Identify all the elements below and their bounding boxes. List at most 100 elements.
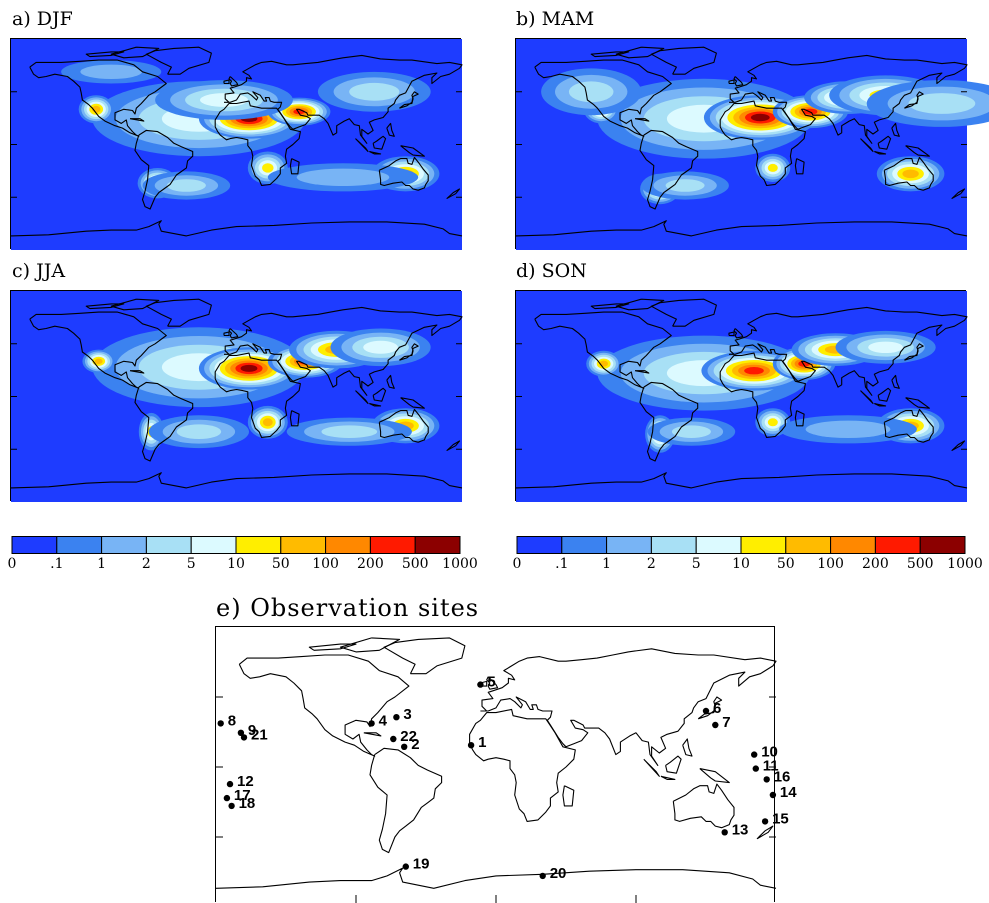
coastline-son-16 bbox=[951, 440, 966, 451]
coastline-jja-19 bbox=[129, 370, 145, 374]
coastline-son-8 bbox=[728, 331, 735, 337]
site-label-3: 3 bbox=[403, 706, 411, 723]
coastline-son-1 bbox=[639, 381, 699, 462]
coastline-sites-11 bbox=[660, 775, 676, 780]
colorbar-label-right-1: .1 bbox=[555, 556, 569, 572]
colorbar-label-right-9: 500 bbox=[906, 556, 934, 572]
site-label-15: 15 bbox=[772, 810, 789, 827]
coastline-mam-0 bbox=[534, 59, 672, 137]
coastline-sites-6 bbox=[383, 637, 466, 675]
colorbar-swatch-left-6 bbox=[280, 536, 327, 554]
coastline-jja-3 bbox=[214, 352, 301, 439]
coastline-jja-10 bbox=[355, 390, 369, 405]
coastline-djf-2 bbox=[224, 54, 463, 144]
site-label-5: 5 bbox=[487, 674, 495, 691]
site-label-18: 18 bbox=[239, 795, 256, 812]
coastline-son-12 bbox=[877, 387, 892, 402]
coastline-son-2 bbox=[729, 306, 968, 396]
map-jja bbox=[10, 290, 463, 502]
site-label-11: 11 bbox=[763, 758, 779, 775]
dust-contour-son-10-2 bbox=[805, 420, 891, 438]
coastline-mam-11 bbox=[874, 150, 887, 155]
coastline-son-3 bbox=[719, 352, 806, 439]
colorbar-swatch-right-4 bbox=[695, 536, 742, 554]
coastline-son-11 bbox=[874, 402, 887, 407]
site-label-19: 19 bbox=[413, 856, 430, 873]
colorbar-label-left-5: 10 bbox=[227, 556, 245, 572]
site-marker-6 bbox=[702, 707, 710, 715]
map-svg-jja bbox=[10, 291, 463, 502]
coastline-mam-8 bbox=[728, 79, 735, 85]
coastline-jja-0 bbox=[29, 311, 167, 389]
colorbar-label-left-0: 0 bbox=[7, 556, 17, 572]
coastline-djf-18 bbox=[85, 51, 125, 58]
dust-contour-mam-9-3 bbox=[665, 179, 705, 192]
panel-title-jja: c) JJA bbox=[12, 260, 66, 282]
coastline-son-15 bbox=[891, 374, 900, 389]
panel-title-mam: b) MAM bbox=[516, 8, 595, 30]
coastline-son-14 bbox=[794, 410, 805, 427]
coastline-son-4 bbox=[883, 408, 934, 443]
dust-contour-mam-8-6 bbox=[902, 169, 919, 179]
colorbar-label-right-10: 1000 bbox=[947, 556, 983, 572]
colorbar-swatch-left-2 bbox=[101, 536, 147, 554]
colorbar-swatch-right-1 bbox=[561, 536, 608, 554]
coastline-mam-7 bbox=[733, 76, 744, 87]
coastline-sites-2 bbox=[480, 648, 777, 766]
coastline-djf-0 bbox=[29, 59, 167, 137]
coastline-sites-9 bbox=[697, 696, 723, 720]
coastline-sites-19 bbox=[363, 732, 382, 737]
coastline-mam-14 bbox=[794, 158, 805, 175]
site-marker-18 bbox=[228, 802, 235, 810]
colorbar-label-right-0: 0 bbox=[512, 556, 522, 572]
coastline-mam-2 bbox=[729, 54, 968, 144]
colorbar-swatch-right-2 bbox=[606, 536, 652, 554]
coastline-son-13 bbox=[905, 397, 930, 409]
site-marker-1 bbox=[467, 742, 475, 749]
colorbar-label-left-7: 100 bbox=[312, 556, 339, 572]
site-marker-21 bbox=[240, 734, 248, 741]
coastline-sites-17 bbox=[339, 637, 401, 653]
map-mam bbox=[515, 38, 989, 250]
coastline-sites-16 bbox=[756, 825, 774, 840]
site-marker-8 bbox=[217, 720, 224, 727]
colorbar-swatch-left-4 bbox=[190, 536, 237, 554]
colorbar-swatch-right-0 bbox=[516, 536, 563, 554]
coastline-sites-12 bbox=[665, 755, 682, 774]
map-svg-djf bbox=[10, 39, 463, 250]
coastline-djf-11 bbox=[369, 150, 382, 155]
coastline-son-0 bbox=[534, 311, 672, 389]
site-marker-3 bbox=[393, 714, 400, 721]
colorbar-svg-left bbox=[11, 536, 461, 554]
coastline-djf-8 bbox=[223, 79, 230, 85]
coastline-jja-7 bbox=[228, 328, 239, 339]
colorbar-label-left-10: 1000 bbox=[442, 556, 478, 572]
colorbar-label-left-4: 5 bbox=[186, 556, 196, 572]
colorbar-label-right-4: 5 bbox=[691, 556, 701, 572]
coastline-jja-9 bbox=[399, 343, 419, 361]
panel-title-son: d) SON bbox=[516, 260, 587, 282]
colorbar-label-right-5: 10 bbox=[732, 556, 750, 572]
coastline-sites-3 bbox=[469, 708, 576, 822]
site-label-6: 6 bbox=[713, 700, 721, 717]
coastline-mam-10 bbox=[860, 138, 874, 153]
dust-contour-son-4-4 bbox=[868, 341, 903, 353]
dust-contour-son-9-3 bbox=[671, 425, 711, 438]
site-label-16: 16 bbox=[774, 768, 791, 785]
coastline-sites-7 bbox=[486, 676, 499, 690]
site-marker-16 bbox=[763, 776, 770, 783]
coastline-jja-11 bbox=[369, 402, 382, 407]
colorbar-svg-right bbox=[516, 536, 966, 554]
coastline-jja-15 bbox=[386, 374, 395, 389]
coastline-sites-0 bbox=[238, 654, 410, 757]
coastline-mam-19 bbox=[634, 118, 650, 122]
site-marker-2 bbox=[401, 743, 408, 750]
dust-contour-djf-3-4 bbox=[200, 93, 248, 107]
coastline-djf-5 bbox=[10, 220, 463, 237]
site-label-20: 20 bbox=[550, 865, 567, 882]
dust-contour-djf-7-5 bbox=[262, 163, 274, 173]
coastline-jja-5 bbox=[10, 472, 463, 489]
site-marker-12 bbox=[226, 780, 234, 788]
coastline-djf-1 bbox=[134, 129, 194, 210]
